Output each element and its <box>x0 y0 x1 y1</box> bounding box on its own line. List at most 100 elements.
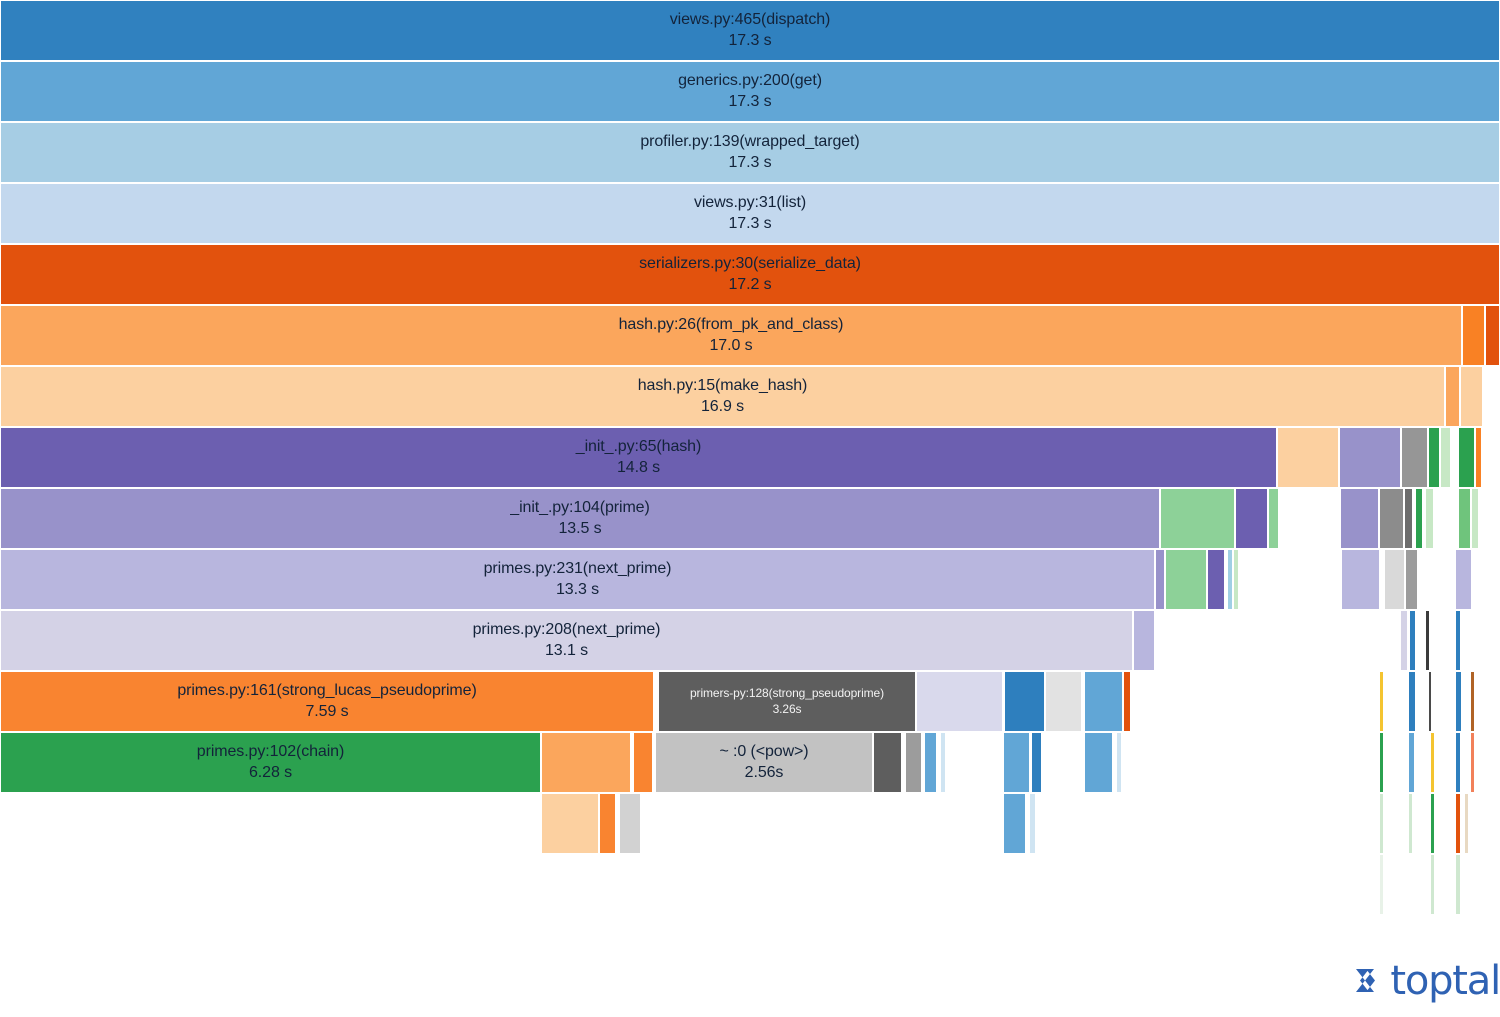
flame-frame-unlabeled[interactable] <box>940 732 946 793</box>
flame-frame-unlabeled[interactable] <box>1428 671 1432 732</box>
flame-frame-unlabeled[interactable] <box>1455 793 1461 854</box>
toptal-logo[interactable]: toptal <box>1350 959 1500 1003</box>
flame-frame[interactable]: _init_.py:65(hash)14.8 s <box>0 427 1277 488</box>
flame-frame-unlabeled[interactable] <box>1470 671 1475 732</box>
flame-frame[interactable]: hash.py:15(make_hash)16.9 s <box>0 366 1445 427</box>
flame-frame-unlabeled[interactable] <box>1455 671 1462 732</box>
flame-frame-unlabeled[interactable] <box>1409 610 1416 671</box>
frame-duration-label: 13.1 s <box>545 642 588 659</box>
flame-frame-unlabeled[interactable] <box>1462 305 1485 366</box>
flame-frame-unlabeled[interactable] <box>1165 549 1207 610</box>
flame-frame-unlabeled[interactable] <box>1379 488 1404 549</box>
flame-frame-unlabeled[interactable] <box>1445 366 1460 427</box>
frame-function-label: primes.py:231(next_prime) <box>483 560 672 578</box>
flame-frame-unlabeled[interactable] <box>1408 732 1415 793</box>
flame-frame[interactable]: views.py:31(list)17.3 s <box>0 183 1500 244</box>
frame-function-label: primes.py:208(next_prime) <box>472 621 661 639</box>
flame-frame-unlabeled[interactable] <box>1004 671 1045 732</box>
flame-frame-unlabeled[interactable] <box>1455 549 1472 610</box>
flame-frame-unlabeled[interactable] <box>1160 488 1235 549</box>
flame-frame-unlabeled[interactable] <box>1430 793 1435 854</box>
flame-frame-unlabeled[interactable] <box>1340 488 1379 549</box>
flame-frame-unlabeled[interactable] <box>633 732 653 793</box>
flame-frame[interactable]: primes.py:161(strong_lucas_pseudoprime)7… <box>0 671 654 732</box>
flame-frame-unlabeled[interactable] <box>924 732 937 793</box>
flame-frame-unlabeled[interactable] <box>1233 549 1239 610</box>
flame-frame-unlabeled[interactable] <box>1277 427 1339 488</box>
flame-frame-unlabeled[interactable] <box>1455 854 1461 915</box>
frame-duration-label: 13.3 s <box>556 581 599 598</box>
flame-frame-unlabeled[interactable] <box>1133 610 1155 671</box>
flame-frame-unlabeled[interactable] <box>1425 488 1434 549</box>
flame-frame-unlabeled[interactable] <box>1460 366 1483 427</box>
flame-frame-unlabeled[interactable] <box>541 732 631 793</box>
flame-frame[interactable]: primes.py:102(chain)6.28 s <box>0 732 541 793</box>
flame-frame-unlabeled[interactable] <box>1227 549 1233 610</box>
frame-function-label: _init_.py:104(prime) <box>510 499 650 517</box>
flame-frame-unlabeled[interactable] <box>1379 671 1384 732</box>
flame-frame[interactable]: serializers.py:30(serialize_data)17.2 s <box>0 244 1500 305</box>
flame-frame-unlabeled[interactable] <box>1045 671 1082 732</box>
flame-frame-unlabeled[interactable] <box>1400 610 1408 671</box>
flame-frame-unlabeled[interactable] <box>1458 427 1475 488</box>
flame-frame-unlabeled[interactable] <box>1003 793 1026 854</box>
toptal-wordmark: toptal <box>1390 958 1500 1004</box>
flame-frame-unlabeled[interactable] <box>1379 793 1384 854</box>
flame-frame-unlabeled[interactable] <box>1470 732 1475 793</box>
flame-frame[interactable]: views.py:465(dispatch)17.3 s <box>0 0 1500 61</box>
flame-frame-unlabeled[interactable] <box>1430 854 1435 915</box>
flame-frame-unlabeled[interactable] <box>1430 732 1435 793</box>
flame-frame-unlabeled[interactable] <box>1408 671 1416 732</box>
flame-frame-unlabeled[interactable] <box>1425 610 1430 671</box>
flame-frame-unlabeled[interactable] <box>1471 488 1479 549</box>
flame-frame[interactable]: primers-py:128(strong_pseudoprime)3.26s <box>658 671 916 732</box>
flame-frame-unlabeled[interactable] <box>1003 732 1030 793</box>
flame-frame[interactable]: primes.py:231(next_prime) 13.3 s <box>0 549 1155 610</box>
flame-frame-unlabeled[interactable] <box>1440 427 1451 488</box>
flame-frame-unlabeled[interactable] <box>1458 488 1471 549</box>
flame-frame-unlabeled[interactable] <box>1455 732 1461 793</box>
flame-frame-unlabeled[interactable] <box>1405 549 1418 610</box>
flame-frame-unlabeled[interactable] <box>1341 549 1380 610</box>
flame-frame-unlabeled[interactable] <box>1379 732 1384 793</box>
flame-frame-unlabeled[interactable] <box>1428 427 1440 488</box>
flame-frame[interactable]: hash.py:26(from_pk_and_class)17.0 s <box>0 305 1462 366</box>
flame-frame-unlabeled[interactable] <box>599 793 616 854</box>
flame-frame-unlabeled[interactable] <box>541 793 599 854</box>
flame-frame-unlabeled[interactable] <box>1404 488 1413 549</box>
flame-frame-unlabeled[interactable] <box>905 732 922 793</box>
flame-frame-unlabeled[interactable] <box>916 671 1003 732</box>
flame-frame-unlabeled[interactable] <box>1401 427 1428 488</box>
flame-frame-unlabeled[interactable] <box>1268 488 1279 549</box>
flame-frame-unlabeled[interactable] <box>619 793 641 854</box>
flame-frame-unlabeled[interactable] <box>1464 793 1469 854</box>
frame-duration-label: 17.3 s <box>728 154 772 171</box>
flame-frame[interactable]: ~ :0 (<pow>)2.56s <box>655 732 873 793</box>
flame-frame-unlabeled[interactable] <box>1029 793 1036 854</box>
flame-frame-unlabeled[interactable] <box>1207 549 1225 610</box>
flame-frame-unlabeled[interactable] <box>1155 549 1165 610</box>
flame-frame-unlabeled[interactable] <box>1339 427 1401 488</box>
flame-frame-unlabeled[interactable] <box>1123 671 1131 732</box>
flame-frame-unlabeled[interactable] <box>1031 732 1042 793</box>
flame-frame-unlabeled[interactable] <box>1475 427 1482 488</box>
flame-frame-unlabeled[interactable] <box>1415 488 1423 549</box>
flame-frame[interactable]: primes.py:208(next_prime) 13.1 s <box>0 610 1133 671</box>
flame-frame-unlabeled[interactable] <box>1116 732 1122 793</box>
flame-frame-unlabeled[interactable] <box>1379 854 1384 915</box>
flame-frame-unlabeled[interactable] <box>1455 610 1461 671</box>
flame-frame-unlabeled[interactable] <box>873 732 902 793</box>
flame-frame[interactable]: generics.py:200(get)17.3 s <box>0 61 1500 122</box>
flame-frame[interactable]: _init_.py:104(prime) 13.5 s <box>0 488 1160 549</box>
flame-frame-unlabeled[interactable] <box>1235 488 1268 549</box>
flame-frame-unlabeled[interactable] <box>1084 732 1113 793</box>
flame-frame-unlabeled[interactable] <box>1384 549 1405 610</box>
flame-frame-unlabeled[interactable] <box>1485 305 1500 366</box>
flame-frame[interactable]: profiler.py:139(wrapped_target)17.3 s <box>0 122 1500 183</box>
frame-duration-label: 13.5 s <box>558 520 602 537</box>
frame-function-label: primers-py:128(strong_pseudoprime) <box>689 686 885 701</box>
flame-frame-unlabeled[interactable] <box>1084 671 1123 732</box>
flame-frame-unlabeled[interactable] <box>1408 793 1413 854</box>
frame-duration-label: 17.3 s <box>728 32 772 49</box>
